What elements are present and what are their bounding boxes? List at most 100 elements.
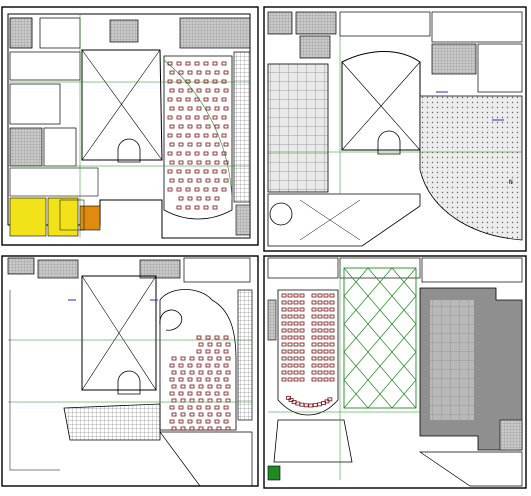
seat	[327, 397, 333, 402]
truss-member	[391, 323, 417, 353]
seat	[171, 370, 177, 375]
seat	[178, 142, 184, 147]
seat	[169, 363, 175, 368]
atrium-cross	[81, 275, 157, 391]
seat	[196, 160, 202, 165]
seat	[311, 370, 317, 375]
seat	[176, 133, 182, 138]
hatched-room	[109, 19, 139, 43]
seat	[286, 395, 292, 400]
seat	[203, 79, 209, 84]
seat	[299, 293, 305, 298]
banquet-hall	[163, 55, 233, 220]
seat	[287, 356, 293, 361]
hatched-room	[499, 419, 523, 451]
lower-terrace	[418, 451, 523, 487]
seat	[323, 321, 329, 326]
seat	[176, 187, 182, 192]
seat	[187, 391, 193, 396]
seat	[299, 370, 305, 375]
truss-member	[343, 351, 369, 381]
hatched-room	[7, 257, 35, 275]
seat	[167, 79, 173, 84]
seat	[281, 300, 287, 305]
seat	[169, 142, 175, 147]
seat	[187, 196, 193, 201]
seat	[329, 328, 335, 333]
seat	[299, 363, 305, 368]
seat	[185, 115, 191, 120]
seat	[293, 300, 299, 305]
seat	[167, 133, 173, 138]
seat	[311, 314, 317, 319]
seat	[323, 300, 329, 305]
green-axis	[8, 339, 252, 403]
seat	[194, 151, 200, 156]
seat	[299, 321, 305, 326]
seat	[214, 419, 220, 424]
seat	[194, 187, 200, 192]
green-axis	[8, 14, 250, 238]
fountain	[269, 202, 293, 226]
seat-cluster	[281, 293, 335, 408]
seat	[187, 142, 193, 147]
seat	[180, 356, 186, 361]
terrace	[267, 193, 421, 247]
seat	[311, 328, 317, 333]
plan-bottom-right	[263, 255, 527, 489]
seat	[189, 412, 195, 417]
truss-member	[343, 267, 369, 297]
seat	[187, 88, 193, 93]
seat	[281, 363, 287, 368]
grey-hall-tiles	[430, 300, 474, 420]
seat	[207, 370, 213, 375]
lobby	[273, 419, 353, 463]
seat	[185, 169, 191, 174]
seat	[329, 314, 335, 319]
seat	[196, 142, 202, 147]
seat	[223, 160, 229, 165]
auditorium	[277, 289, 339, 416]
seat	[281, 321, 287, 326]
seat	[288, 398, 294, 402]
seat	[323, 363, 329, 368]
hatched-room	[179, 17, 251, 49]
quarter-circle-hall	[419, 95, 523, 241]
atrium-cross	[81, 49, 163, 161]
seat	[178, 419, 184, 424]
seat	[311, 363, 317, 368]
seat	[205, 391, 211, 396]
seat	[287, 307, 293, 312]
seat	[287, 335, 293, 340]
seat	[180, 370, 186, 375]
seat	[178, 391, 184, 396]
seat	[167, 115, 173, 120]
seat	[214, 391, 220, 396]
seat	[223, 377, 229, 382]
seat	[194, 115, 200, 120]
seat	[299, 335, 305, 340]
seat	[293, 377, 299, 382]
seat	[205, 70, 211, 75]
seat	[221, 115, 227, 120]
seat	[205, 419, 211, 424]
seat	[196, 349, 202, 354]
seat	[205, 88, 211, 93]
seat	[180, 412, 186, 417]
seat	[178, 106, 184, 111]
seat	[212, 79, 218, 84]
plan-bottom-left	[1, 255, 259, 487]
seat	[203, 97, 209, 102]
seat	[308, 403, 314, 408]
room-block	[267, 257, 339, 279]
seat	[311, 307, 317, 312]
seat	[223, 405, 229, 410]
seat	[169, 405, 175, 410]
seat	[176, 205, 182, 210]
seat	[223, 349, 229, 354]
seat	[196, 88, 202, 93]
truss-member	[391, 295, 417, 325]
seat	[214, 70, 220, 75]
room-block	[9, 83, 61, 125]
